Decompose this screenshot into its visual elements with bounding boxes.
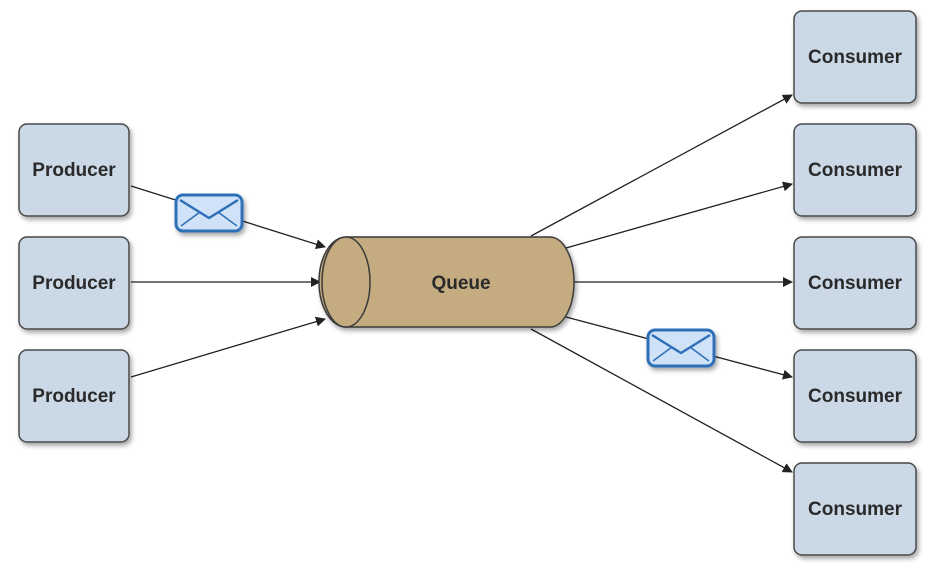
queue-cylinder: Queue [318, 236, 575, 328]
consumer-box: Consumer [793, 10, 917, 104]
consumer-label: Consumer [808, 386, 903, 407]
envelope-icon [646, 328, 716, 368]
queue-label: Queue [431, 273, 490, 294]
producer-box: Producer [18, 123, 130, 217]
arrow-producer-3-to-queue [130, 316, 326, 378]
consumer-box: Consumer [793, 349, 917, 443]
consumer-label: Consumer [808, 47, 903, 68]
consumer-label: Consumer [808, 499, 903, 520]
consumer-label: Consumer [808, 160, 903, 181]
producer-label: Producer [32, 273, 116, 294]
producer-label: Producer [32, 160, 116, 181]
consumer-label: Consumer [808, 273, 903, 294]
consumer-box: Consumer [793, 123, 917, 217]
queue-end-cap [321, 236, 371, 328]
arrow-queue-to-consumer-1 [530, 94, 793, 237]
producer-box: Producer [18, 349, 130, 443]
producer-label: Producer [32, 386, 116, 407]
connectors [130, 94, 793, 473]
envelope-icon [174, 193, 244, 233]
arrow-queue-to-consumer-2 [565, 181, 793, 249]
consumer-box: Consumer [793, 462, 917, 556]
arrow-queue-to-consumer-5 [530, 328, 793, 473]
consumer-box: Consumer [793, 236, 917, 330]
producer-box: Producer [18, 236, 130, 330]
